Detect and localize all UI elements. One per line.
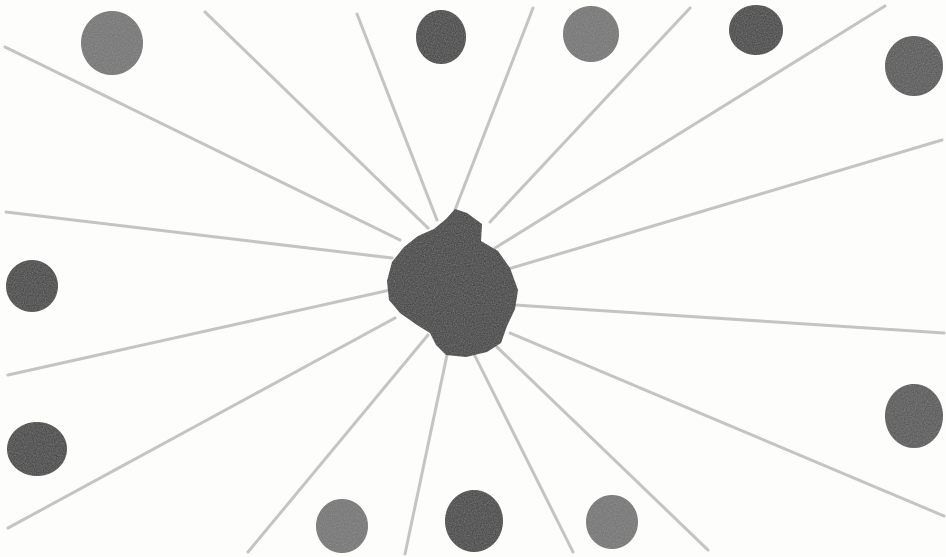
dot	[563, 6, 619, 62]
ray-line	[205, 12, 428, 228]
ray-line	[510, 333, 944, 516]
ray-line	[8, 290, 390, 375]
ray-line	[455, 8, 533, 210]
dot	[416, 10, 466, 64]
ray-line	[515, 305, 944, 333]
dot	[729, 5, 783, 55]
ray-line	[505, 140, 942, 270]
dot	[885, 36, 943, 96]
dot	[586, 495, 638, 549]
dot	[7, 422, 67, 476]
dot	[6, 260, 58, 312]
ray-line	[6, 212, 392, 258]
dot	[81, 11, 143, 75]
dot	[316, 499, 368, 553]
ray-line	[405, 355, 447, 554]
central-blob	[387, 209, 518, 357]
ray-line	[8, 318, 395, 528]
ray-line	[495, 6, 885, 248]
dot	[445, 490, 503, 552]
dot	[885, 384, 943, 448]
